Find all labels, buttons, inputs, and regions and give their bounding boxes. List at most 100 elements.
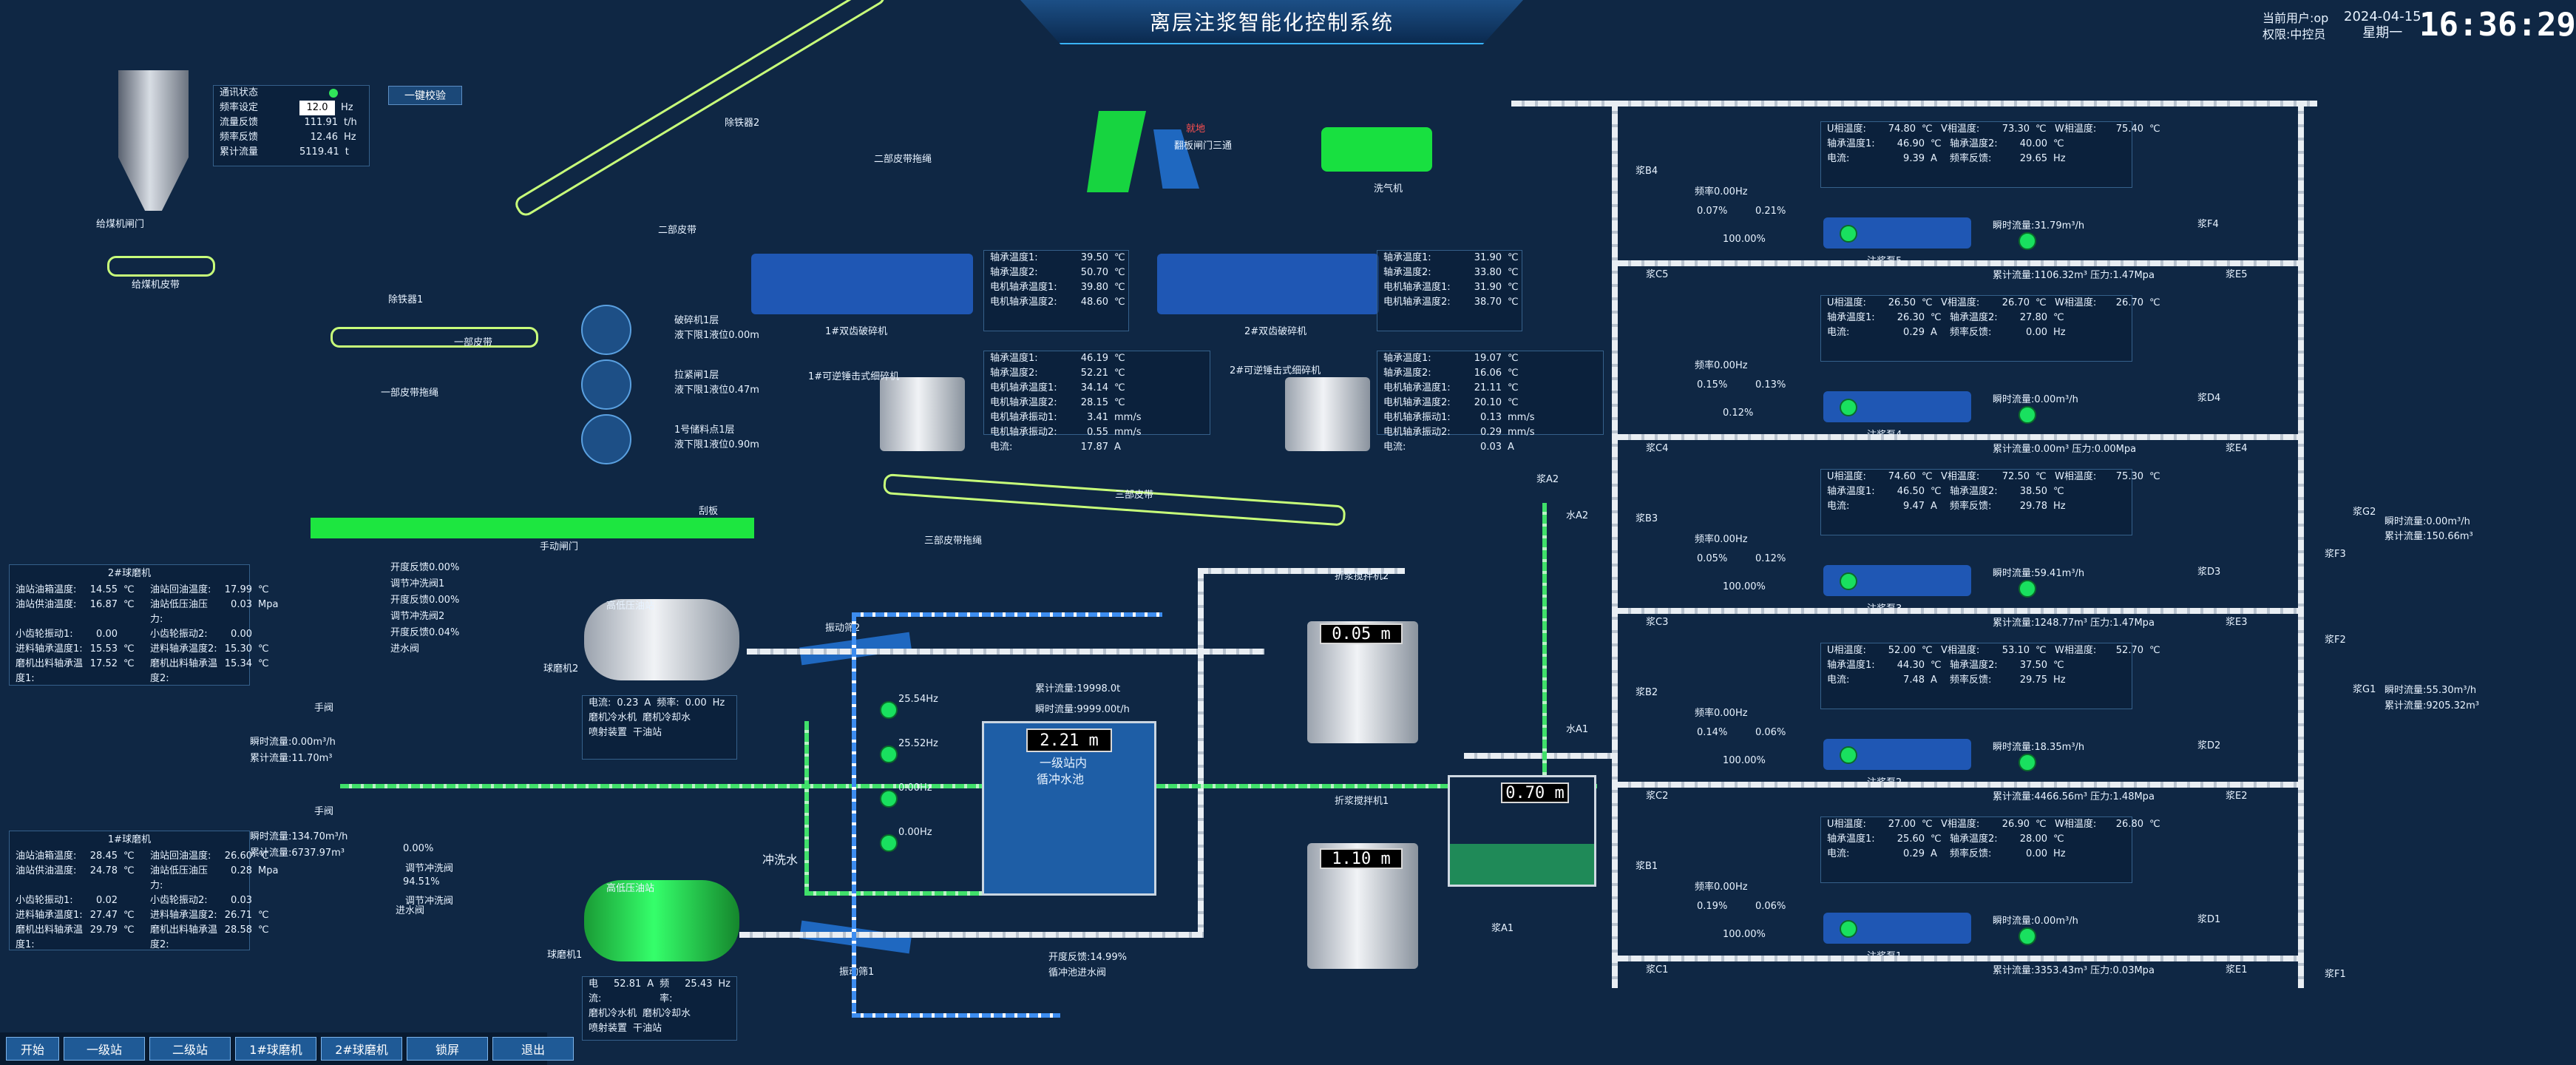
mill-1-cool: 磨机冷却水 [643, 1008, 691, 1019]
valve-left[interactable]: 浆C3 [1646, 617, 1669, 628]
one-key-check-button[interactable]: 一键校验 [388, 86, 462, 105]
param-unit: Hz [2053, 327, 2066, 338]
param-label: 油站供油温度: [16, 865, 77, 876]
out-g2[interactable]: 浆G2 [2353, 507, 2376, 518]
flipper-label: 翻板闸门三通 [1174, 141, 1233, 152]
ball-mill-2[interactable] [584, 599, 739, 680]
reversible-crusher-1[interactable] [880, 377, 965, 451]
pool-pump-icon[interactable] [880, 746, 898, 763]
nav-button[interactable]: 退出 [492, 1037, 574, 1061]
freq-fb-label: 频率反馈 [220, 132, 259, 143]
param-label: 频率反馈: [1950, 848, 1992, 859]
valve-top-right[interactable]: 浆D4 [2197, 393, 2221, 404]
belt-1[interactable] [331, 327, 538, 348]
freq-set-input[interactable]: 12.0 [299, 101, 335, 115]
nav-button[interactable]: 一级站 [64, 1037, 145, 1061]
nav-button[interactable]: 锁屏 [407, 1037, 488, 1061]
valve-right[interactable]: 浆E3 [2226, 617, 2248, 628]
pump-status-icon[interactable] [1840, 225, 1857, 243]
valve-f1[interactable]: 浆F1 [2325, 969, 2346, 980]
valve-top-right[interactable]: 浆D3 [2197, 567, 2221, 578]
valve-right[interactable]: 浆E4 [2226, 443, 2248, 454]
sensor-sub: 液下限1液位0.47m [674, 385, 759, 396]
crusher1_box-row: 电机轴承温度1:39.80℃ [984, 280, 1128, 295]
param-value: 75.40 [2115, 124, 2143, 135]
param-value: 53.10 [2002, 645, 2030, 656]
valve-right[interactable]: 浆E1 [2226, 964, 2248, 976]
pool-pump-icon[interactable] [880, 790, 898, 808]
pump-pct: 100.00% [1723, 755, 1766, 766]
valve-left[interactable]: 浆C5 [1646, 269, 1669, 280]
belt-1-label: 一部皮带 [454, 337, 493, 348]
pump-status-icon[interactable] [1840, 920, 1857, 938]
dust-collector[interactable] [1321, 127, 1432, 172]
param-unit: ℃ [1114, 282, 1125, 293]
pool-pump-icon[interactable] [880, 701, 898, 719]
pipe-upper-mid [1198, 568, 1405, 574]
pipe-right-main [2298, 101, 2304, 988]
valve-top-right[interactable]: 浆F4 [2197, 219, 2219, 230]
param-value: 20.10 [1474, 397, 1502, 408]
valve-left[interactable]: 浆C4 [1646, 443, 1669, 454]
pump-status-icon[interactable] [1840, 746, 1857, 764]
valve-top-right[interactable]: 浆D1 [2197, 914, 2221, 925]
pump-pipe [1618, 782, 2298, 788]
valve-right[interactable]: 浆E5 [2226, 269, 2248, 280]
valve-left[interactable]: 浆C1 [1646, 964, 1669, 976]
valve-top[interactable]: 浆B1 [1636, 861, 1658, 872]
reversible-crusher-2[interactable] [1285, 377, 1370, 451]
valve-top[interactable]: 浆B3 [1636, 513, 1658, 524]
valve-a2[interactable]: 浆A2 [1536, 474, 1559, 485]
pump-freq: 频率0.00Hz [1695, 360, 1748, 371]
mill-2-freq: 0.00 [685, 697, 707, 709]
rev2_box-row: 轴承温度1:19.07℃ [1377, 351, 1603, 366]
scraper-conveyor[interactable] [311, 518, 754, 538]
nav-button[interactable]: 1#球磨机 [235, 1037, 316, 1061]
pool-pump-icon[interactable] [880, 834, 898, 852]
param-unit: Hz [2053, 848, 2066, 859]
crusher-1[interactable] [751, 254, 973, 314]
belt-1-pull-label: 一部皮带拖绳 [381, 388, 439, 399]
param-unit: ℃ [258, 910, 269, 921]
param-value: 26.30 [1897, 312, 1925, 323]
nav-button[interactable]: 开始 [6, 1037, 59, 1061]
pump-status-icon[interactable] [1840, 572, 1857, 590]
param-unit: ℃ [123, 851, 135, 862]
param-unit: ℃ [123, 924, 135, 936]
valve-f2[interactable]: 浆F2 [2325, 635, 2346, 646]
valve-right[interactable]: 浆E2 [2226, 791, 2248, 802]
flipper-gate[interactable] [1087, 111, 1146, 192]
param-unit: A [1931, 848, 1937, 859]
sensor-name: 破碎机1层 [674, 315, 719, 326]
mill-1-flow: 瞬时流量:134.70m³/h [250, 831, 348, 842]
freq-fb-value: 12.46 [310, 132, 338, 143]
valve-top-right[interactable]: 浆D2 [2197, 740, 2221, 751]
feeder-belt[interactable] [107, 256, 215, 277]
nav-button[interactable]: 二级站 [149, 1037, 231, 1061]
valve-top[interactable]: 浆B4 [1636, 166, 1658, 177]
crusher-2[interactable] [1157, 254, 1379, 314]
valve-top[interactable]: 浆B2 [1636, 687, 1658, 698]
nav-button[interactable]: 2#球磨机 [321, 1037, 402, 1061]
valve-a1[interactable]: 浆A1 [1491, 923, 1514, 934]
pump-status-icon[interactable] [1840, 399, 1857, 416]
tank-1-label: 折浆搅拌机1 [1335, 796, 1389, 807]
param-label: 轴承温度2: [1383, 368, 1431, 379]
valve-left[interactable]: 浆C2 [1646, 791, 1669, 802]
mill-2-valve-line: 调节冲洗阀2 [390, 611, 445, 622]
belt-2[interactable] [512, 0, 888, 220]
param-unit: ℃ [1508, 397, 1519, 408]
pool-pump-freq: 0.00Hz [898, 827, 932, 838]
valve-f3[interactable]: 浆F3 [2325, 549, 2346, 560]
param-label: W相温度: [2055, 645, 2097, 656]
valve-wa2[interactable]: 水A2 [1566, 510, 1589, 521]
out-g2-acc: 累计流量:150.66m³ [2385, 531, 2473, 542]
acc-label: 累计流量 [220, 146, 259, 158]
ball-mill-1[interactable] [584, 880, 739, 961]
out-g1[interactable]: 浆G1 [2353, 684, 2376, 695]
param-label: W相温度: [2055, 819, 2097, 830]
